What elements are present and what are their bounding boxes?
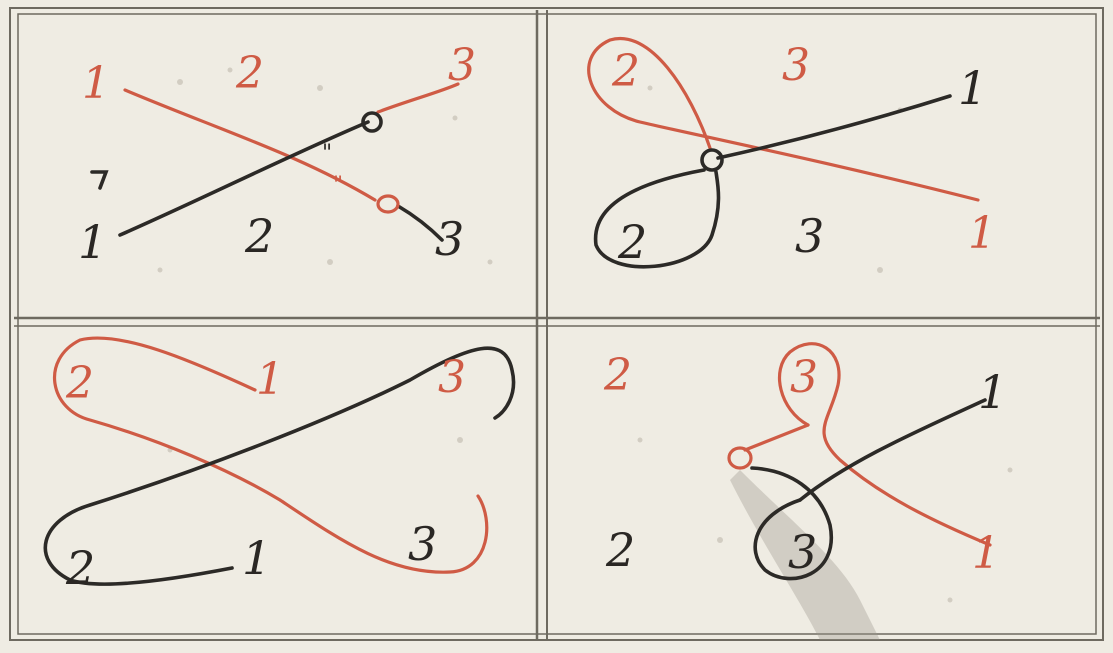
red-label: 1 — [256, 354, 284, 405]
red-label: 1 — [82, 58, 110, 109]
panel-top-left: 1 2 3 1 2 3 " " — [78, 40, 476, 269]
red-label: 3 — [782, 40, 810, 91]
black-label: 2 — [617, 215, 647, 269]
red-label: 2 — [603, 350, 632, 401]
crossing-loop-icon — [361, 111, 383, 133]
panel-bottom-right: 2 3 1 1 2 3 — [603, 342, 1007, 640]
red-label: 1 — [972, 528, 1000, 579]
crossing-loop-icon — [376, 194, 400, 214]
panel-frame — [9, 7, 1104, 641]
tick-mark: " — [322, 141, 332, 166]
black-loop — [750, 466, 834, 581]
red-label: 1 — [968, 208, 996, 259]
red-label: 3 — [448, 40, 476, 91]
black-label: 3 — [408, 517, 437, 571]
crossing-loop-icon — [727, 446, 753, 470]
crossing-loop-icon — [700, 148, 724, 172]
red-strand — [123, 88, 377, 202]
red-label: 2 — [65, 358, 94, 409]
black-loop — [43, 346, 516, 586]
red-label: 3 — [790, 352, 818, 403]
black-label: 1 — [978, 365, 1007, 419]
black-strand — [798, 398, 987, 502]
red-loop — [778, 342, 992, 547]
red-loop — [587, 36, 980, 202]
stray-mark — [90, 170, 109, 190]
black-label: 1 — [78, 215, 107, 269]
paper-speckle — [157, 67, 1013, 603]
panel-top-right: 2 3 1 1 2 3 — [587, 36, 996, 269]
red-strand — [376, 82, 460, 114]
black-label: 3 — [788, 525, 817, 579]
red-label: 2 — [611, 46, 640, 97]
black-label: 2 — [244, 209, 274, 263]
black-strand — [716, 94, 952, 160]
black-label: 2 — [65, 541, 95, 595]
tick-mark: " — [333, 173, 343, 198]
black-strand — [396, 204, 444, 242]
black-label: 3 — [795, 209, 824, 263]
red-strand — [743, 423, 810, 452]
panel-bottom-left: 2 1 3 2 1 3 — [43, 336, 516, 595]
black-label: 3 — [435, 212, 464, 266]
black-label: 1 — [958, 61, 987, 115]
shadow-smudge — [730, 470, 880, 640]
black-strand — [118, 120, 370, 237]
red-loop — [52, 336, 489, 574]
red-label: 2 — [235, 48, 264, 99]
black-label: 2 — [605, 523, 635, 577]
black-loop — [593, 168, 721, 269]
red-label: 3 — [438, 352, 466, 403]
black-label: 1 — [242, 531, 271, 585]
